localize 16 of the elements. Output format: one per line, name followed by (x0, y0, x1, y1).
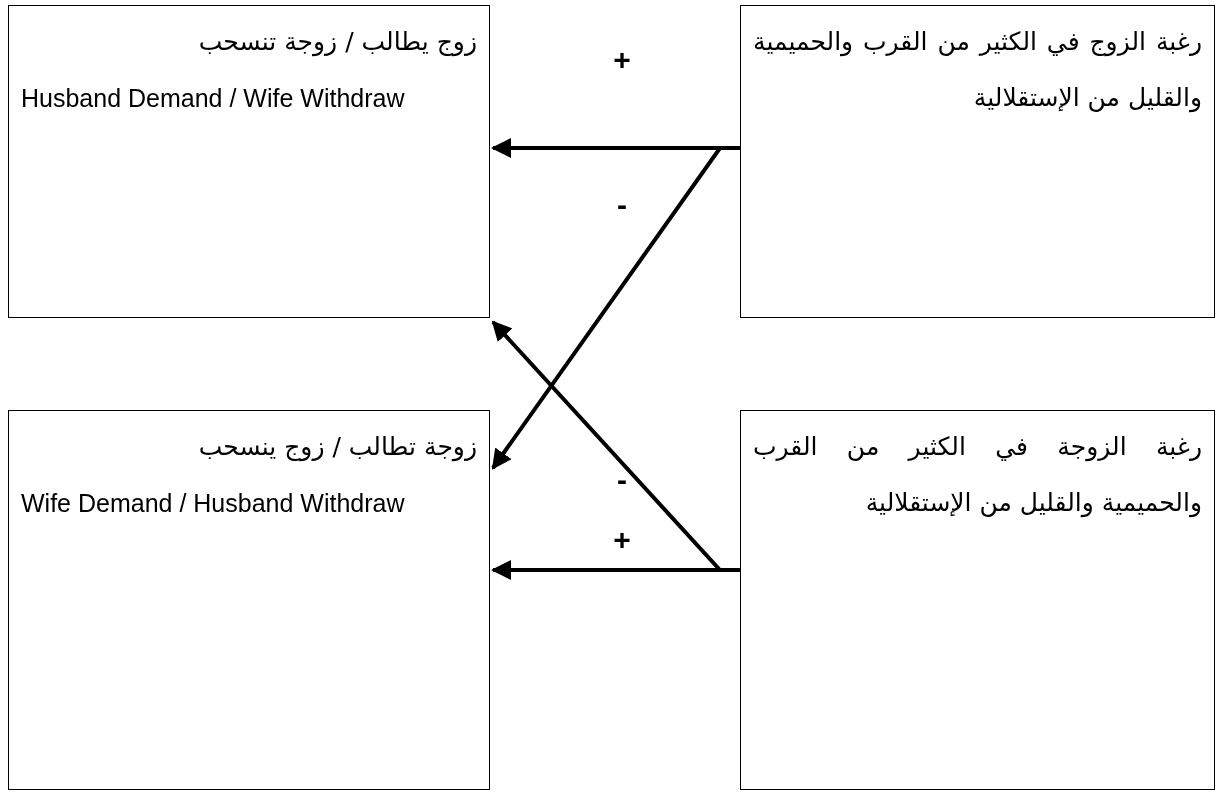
text-box (740, 410, 1215, 790)
edge-label: + (613, 45, 631, 75)
arrow (491, 560, 740, 580)
english-text: Wife Demand / Husband Withdraw (21, 488, 406, 519)
edge-label: + (613, 525, 631, 555)
text-box (8, 5, 490, 318)
arabic-text: رغبة الزوج في الكثير من القرب والحميمية والقليل من الإستقلالية (753, 26, 1202, 115)
edge-label: - (617, 465, 627, 495)
text-box (740, 5, 1215, 318)
arabic-text: رغبة الزوجة في الكثير من القرب والحميمية والقليل من الإستقلالية (753, 431, 1202, 520)
edge-label: - (617, 190, 627, 220)
arabic-text: زوجة تطالب / زوج ينسحب (197, 431, 477, 464)
arrow (491, 146, 740, 470)
english-text: Husband Demand / Wife Withdraw (21, 83, 406, 114)
arabic-text: زوج يطالب / زوجة تنسحب (197, 26, 477, 59)
text-box (8, 410, 490, 790)
